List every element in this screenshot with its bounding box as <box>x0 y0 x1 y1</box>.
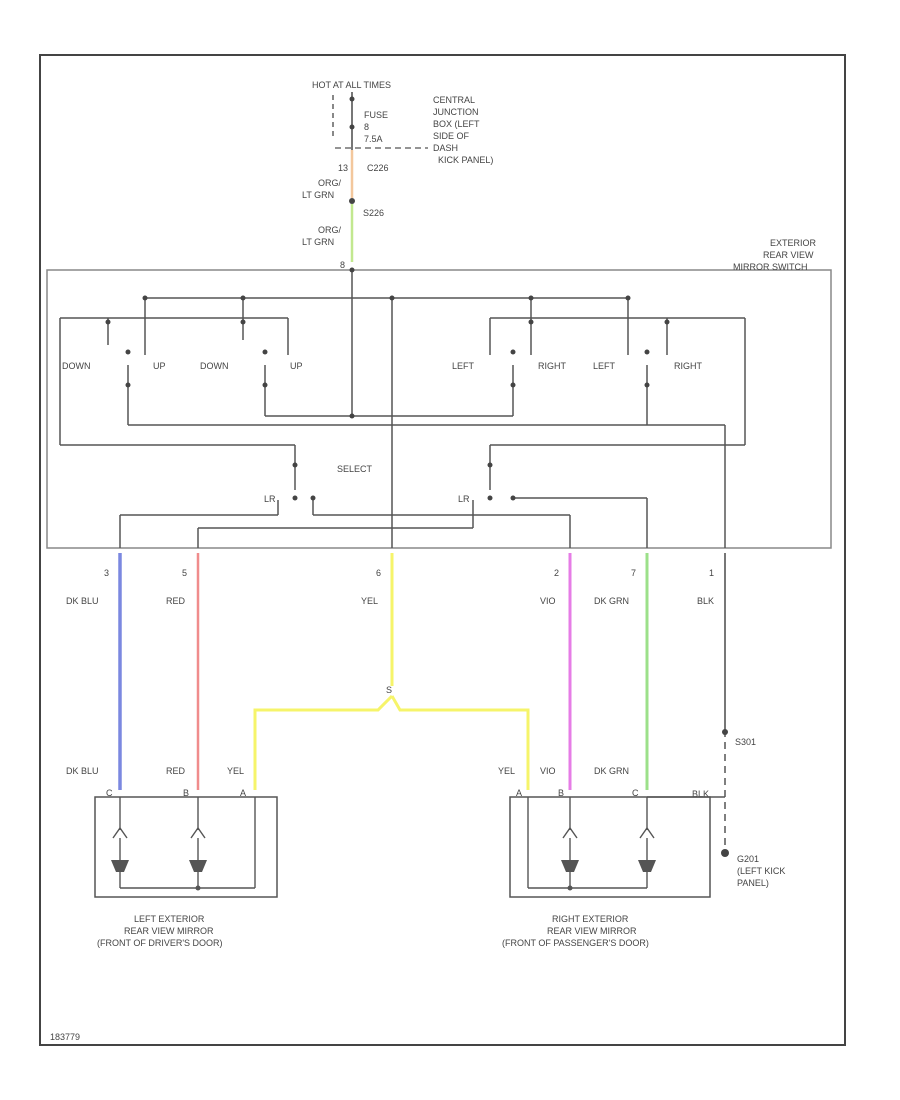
figure-id: 183779 <box>50 1032 80 1042</box>
right-mirror-caption-3: (FRONT OF PASSENGER'S DOOR) <box>502 938 649 948</box>
pin-number-5: 7 <box>631 568 636 578</box>
supply-wire2-line1: ORG/ <box>318 225 342 235</box>
supply-wire1-line2: LT GRN <box>302 190 334 200</box>
left-mirror-wire-label-1: DK BLU <box>66 766 99 776</box>
switch-internal-wiring <box>59 270 746 548</box>
ground-point-label: G201 <box>737 854 759 864</box>
pin-number-6: 1 <box>709 568 714 578</box>
pin-number-4: 2 <box>554 568 559 578</box>
right-mirror-motor-symbols <box>561 860 656 891</box>
fuse-rating: 7.5A <box>364 134 383 144</box>
switch-title-line-2: REAR VIEW <box>763 250 814 260</box>
supply-wire1-line1: ORG/ <box>318 178 342 188</box>
right-mirror-pin-3: C <box>632 788 639 798</box>
right-mirror-pin-1: A <box>516 788 522 798</box>
ground-location-line-1: (LEFT KICK <box>737 866 785 876</box>
wire-label-6: BLK <box>697 596 714 606</box>
mirror-switch-box <box>46 269 832 549</box>
hot-at-all-times-label: HOT AT ALL TIMES <box>312 80 391 90</box>
junction-line-2: JUNCTION <box>433 107 479 117</box>
right-mirror-wire-label-2: VIO <box>540 766 556 776</box>
switch-label-up-2: UP <box>290 361 303 371</box>
selector-left-label: LR <box>264 494 276 504</box>
switch-label-right-1: RIGHT <box>538 361 567 371</box>
splice-s226 <box>349 198 355 204</box>
pin-number-1: 3 <box>104 568 109 578</box>
left-mirror-wire-label-2: RED <box>166 766 186 776</box>
left-mirror-motor-symbols <box>111 860 207 891</box>
pin-number-3: 6 <box>376 568 381 578</box>
wire-label-5: DK GRN <box>594 596 629 606</box>
left-mirror-caption-3: (FRONT OF DRIVER'S DOOR) <box>97 938 223 948</box>
junction-line-1: CENTRAL <box>433 95 475 105</box>
junction-line-4: SIDE OF <box>433 131 470 141</box>
wire-label-4: VIO <box>540 596 556 606</box>
wire-label-3: YEL <box>361 596 378 606</box>
switch-title-line-1: EXTERIOR <box>770 238 817 248</box>
right-mirror-caption-2: REAR VIEW MIRROR <box>547 926 637 936</box>
junction-line-5: DASH <box>433 143 458 153</box>
ground-splice-label: S301 <box>735 737 756 747</box>
switch-label-left-1: LEFT <box>452 361 475 371</box>
left-mirror-caption-1: LEFT EXTERIOR <box>134 914 205 924</box>
select-label: SELECT <box>337 464 373 474</box>
selector-right-label: LR <box>458 494 470 504</box>
switch-label-down-2: DOWN <box>200 361 229 371</box>
junction-line-3: BOX (LEFT <box>433 119 480 129</box>
switch-label-up-1: UP <box>153 361 166 371</box>
fuse-node-top <box>349 96 355 102</box>
splice-s226-label: S226 <box>363 208 384 218</box>
left-mirror-box <box>94 796 278 898</box>
wire-label-1: DK BLU <box>66 596 99 606</box>
outer-frame <box>39 54 846 1046</box>
right-mirror-pin-2: B <box>558 788 564 798</box>
ground-point-dot <box>721 849 729 857</box>
ground-location-line-2: PANEL) <box>737 878 769 888</box>
wire-label-2: RED <box>166 596 186 606</box>
fuse-number: 8 <box>364 122 369 132</box>
switch-label-left-2: LEFT <box>593 361 616 371</box>
left-mirror-motors <box>112 797 256 889</box>
switch-title-line-3: MIRROR SWITCH <box>733 262 808 272</box>
supply-wire2-line2: LT GRN <box>302 237 334 247</box>
left-mirror-caption-2: REAR VIEW MIRROR <box>124 926 214 936</box>
left-mirror-pin-1: C <box>106 788 113 798</box>
wire-yel <box>253 553 530 790</box>
pin-number-2: 5 <box>182 568 187 578</box>
supply-pin: 13 <box>338 163 348 173</box>
left-mirror-pin-3: A <box>240 788 246 798</box>
switch-supply-pin: 8 <box>340 260 345 270</box>
right-mirror-wire-label-1: YEL <box>498 766 515 776</box>
fuse-label: FUSE <box>364 110 388 120</box>
right-mirror-motors <box>527 796 725 889</box>
switch-label-right-2: RIGHT <box>674 361 703 371</box>
right-mirror-wire-label-3: DK GRN <box>594 766 629 776</box>
switch-label-down-1: DOWN <box>62 361 91 371</box>
ground-splice-dot <box>722 729 728 735</box>
junction-line-6: KICK PANEL) <box>438 155 493 165</box>
switch-contact-nodes <box>105 267 670 501</box>
ground-blk-label: BLK <box>692 789 709 799</box>
splice-yel-label: S <box>386 685 392 695</box>
left-mirror-pin-2: B <box>183 788 189 798</box>
right-mirror-caption-1: RIGHT EXTERIOR <box>552 914 629 924</box>
left-mirror-wire-label-3: YEL <box>227 766 244 776</box>
connector-c226: C226 <box>367 163 389 173</box>
fuse-node-bottom <box>349 124 355 130</box>
right-mirror-box <box>509 796 711 898</box>
